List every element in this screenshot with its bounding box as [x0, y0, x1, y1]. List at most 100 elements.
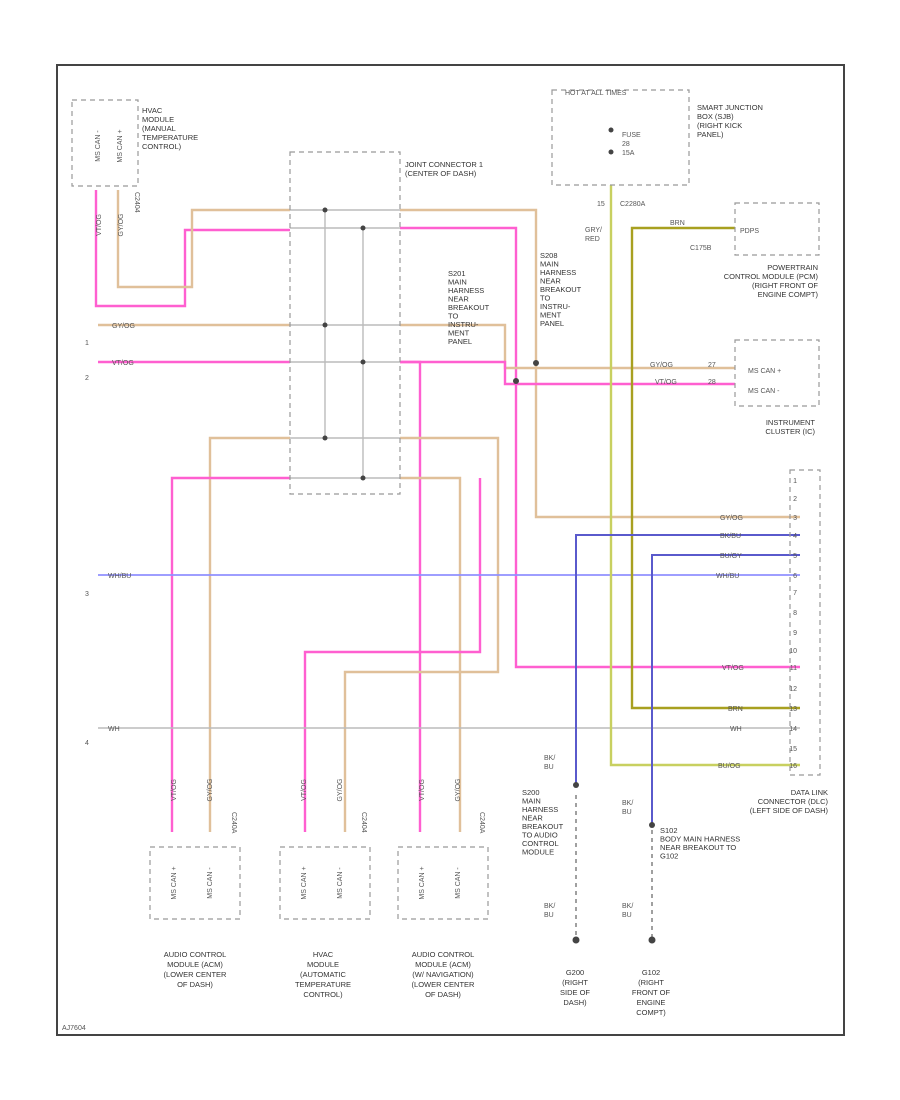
dlc-pin-num: 9: [793, 630, 797, 637]
dlc-pin-num: 7: [793, 590, 797, 597]
wire-label: BK/BU: [544, 903, 555, 919]
smart-junction-box: [551, 89, 690, 186]
dlc-pin-num: 12: [789, 686, 797, 693]
jc-node: [322, 435, 328, 441]
dlc-pin-num: 8: [793, 610, 797, 617]
dlc-pin-num: 3: [793, 515, 797, 522]
dlc-pin-num: 1: [793, 478, 797, 485]
diagram-frame: [56, 64, 845, 1036]
wire-label: WH: [730, 726, 742, 733]
ref-marker: 3: [85, 591, 89, 598]
jc-node: [322, 322, 328, 328]
sjb-connector: C2280A: [620, 201, 646, 208]
ref-marker: 1: [85, 340, 89, 347]
wire-label: BRN: [670, 220, 685, 227]
wire-pcm-olive: [630, 226, 800, 710]
wire-jc-acm-nav-pink: [400, 360, 422, 832]
joint-connector-box: [289, 151, 401, 495]
wire-dlc-bu-1: [575, 534, 800, 785]
wire-dlc-bu-2: [651, 554, 800, 825]
sjb-hot-label: HOT AT ALL TIMES: [565, 90, 627, 97]
wire-label: GY/OG: [720, 515, 743, 522]
ipc-pin-num: 27: [708, 362, 716, 369]
ref-marker: 4: [85, 740, 89, 747]
acm-1-box: [149, 846, 241, 920]
wire-jc-ipc-tan: [400, 323, 735, 370]
acm_1-connector: C240A: [230, 812, 237, 834]
wire-jc-right-top-pink: [400, 226, 800, 669]
acm_nav-pin: MS CAN -: [455, 867, 462, 899]
hvac-manual-pin: MS CAN +: [117, 129, 124, 162]
dlc-pin-num: 16: [789, 763, 797, 770]
acm_nav-connector: C240A: [478, 812, 485, 834]
splice-s102-dot: [649, 822, 655, 828]
ipc-box: [734, 339, 820, 407]
wire-label: VT/OG: [171, 779, 178, 801]
jc-node: [322, 207, 328, 213]
pcm-pin-label: PDPS: [740, 228, 759, 235]
ipc-pin-num: 28: [708, 379, 716, 386]
dlc-pin-num: 13: [789, 706, 797, 713]
wire-label: VT/OG: [722, 665, 744, 672]
sjb-fuse-node: [608, 149, 614, 155]
hvac-manual-pin: MS CAN -: [95, 130, 102, 162]
wire-label: GY/OG: [455, 779, 462, 802]
wire-label: BK/BU: [622, 800, 633, 816]
ground-g200-dot: [572, 936, 580, 944]
wire-label: VT/OG: [419, 779, 426, 801]
wire-label: GY/OG: [118, 214, 125, 237]
dlc-pin-num: 6: [793, 573, 797, 580]
wire-label: VT/OG: [301, 779, 308, 801]
wire-jc-acm1-pink: [170, 476, 290, 832]
wire-label: BK/BU: [622, 903, 633, 919]
ipc-pin: MS CAN +: [748, 368, 781, 375]
wire-label: VT/OG: [96, 214, 103, 236]
wire-label: WH: [108, 726, 120, 733]
diagram-id: AJ7604: [62, 1025, 86, 1032]
wire-label: BU/GY: [720, 553, 742, 560]
jc-node: [360, 359, 366, 365]
wire-jc-acm1-tan: [208, 436, 290, 832]
dlc-pin-num: 14: [789, 726, 797, 733]
dlc-box: [789, 469, 821, 776]
hvac-auto-box: [279, 846, 371, 920]
wire-jc-hvac-auto-tan: [343, 436, 500, 832]
wire-label: GY/OG: [337, 779, 344, 802]
wire-label: BK/BU: [544, 755, 555, 771]
dlc-pin-num: 5: [793, 553, 797, 560]
wire-sjb-feed: [609, 185, 800, 767]
hvac-manual-box: [71, 99, 139, 187]
wire-jc-acm-nav-tan: [400, 476, 462, 832]
acm_1-pin: MS CAN +: [171, 866, 178, 899]
acm-nav-box: [397, 846, 489, 920]
ipc-pin: MS CAN -: [748, 388, 780, 395]
splice-s208-dot: [533, 360, 539, 366]
acm_nav-pin: MS CAN +: [419, 866, 426, 899]
pcm-connector: C175B: [690, 245, 712, 252]
jc-node: [360, 225, 366, 231]
joint-connector-title: JOINT CONNECTOR 1(CENTER OF DASH): [405, 160, 483, 178]
wire-hvac-manual-pink: [94, 190, 290, 308]
hvac_auto-pin: MS CAN -: [337, 867, 344, 899]
hvac_auto-connector: C2404: [360, 812, 367, 833]
acm_1-pin: MS CAN -: [207, 867, 214, 899]
dlc-pin-num: 10: [789, 648, 797, 655]
wire-hvac-manual-tan: [116, 190, 290, 289]
wire-jc-hvac-auto-pink: [303, 478, 482, 832]
jc-bus-top: [290, 209, 400, 479]
wire-label: GY/OG: [112, 323, 135, 330]
